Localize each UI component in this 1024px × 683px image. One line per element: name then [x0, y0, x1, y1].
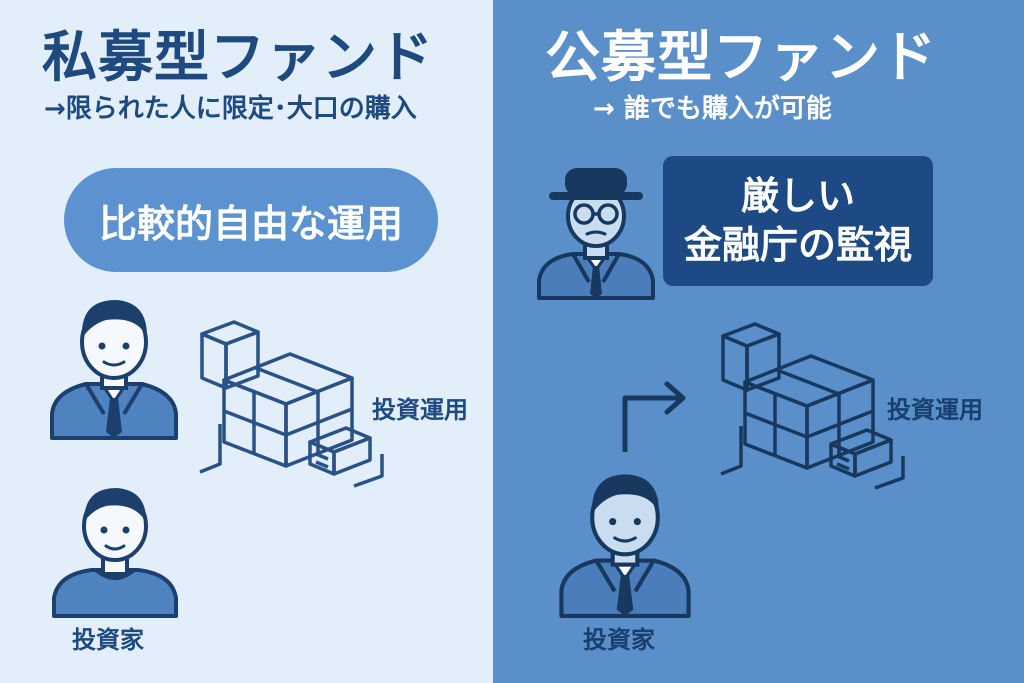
private-fund-subtitle: →限られた人に限定･大口の購入	[44, 94, 417, 124]
cargo-boxes-icon	[720, 322, 905, 490]
private-fund-feature-text: 比較的自由な運用	[98, 201, 403, 246]
investor-icon	[559, 474, 691, 618]
cargo-boxes-icon	[199, 320, 384, 488]
private-fund-feature-pill: 比較的自由な運用	[64, 168, 438, 272]
investor-icon	[52, 488, 178, 618]
public-fund-panel: 公募型ファンド → 誰でも購入が可能 厳しい 金融庁の監視	[493, 0, 1024, 683]
regulator-feature-line2: 金融庁の監視	[683, 223, 912, 267]
regulator-feature-line1: 厳しい	[740, 173, 855, 218]
private-fund-title: 私募型ファンド	[42, 25, 435, 89]
public-fund-subtitle: → 誰でも購入が可能	[593, 94, 832, 124]
regulator-feature-box: 厳しい 金融庁の監視	[663, 156, 933, 286]
businessman-icon	[50, 300, 178, 440]
regulator-inspector-icon	[537, 168, 655, 300]
private-investor-label: 投資家	[72, 626, 144, 654]
private-investment-label: 投資運用	[372, 396, 468, 424]
public-fund-title: 公募型ファンド	[545, 25, 938, 89]
private-fund-panel: 私募型ファンド →限られた人に限定･大口の購入 比較的自由な運用	[0, 0, 493, 683]
public-investment-label: 投資運用	[887, 396, 983, 424]
public-investor-label: 投資家	[583, 626, 655, 654]
flow-arrow-icon	[622, 381, 686, 452]
